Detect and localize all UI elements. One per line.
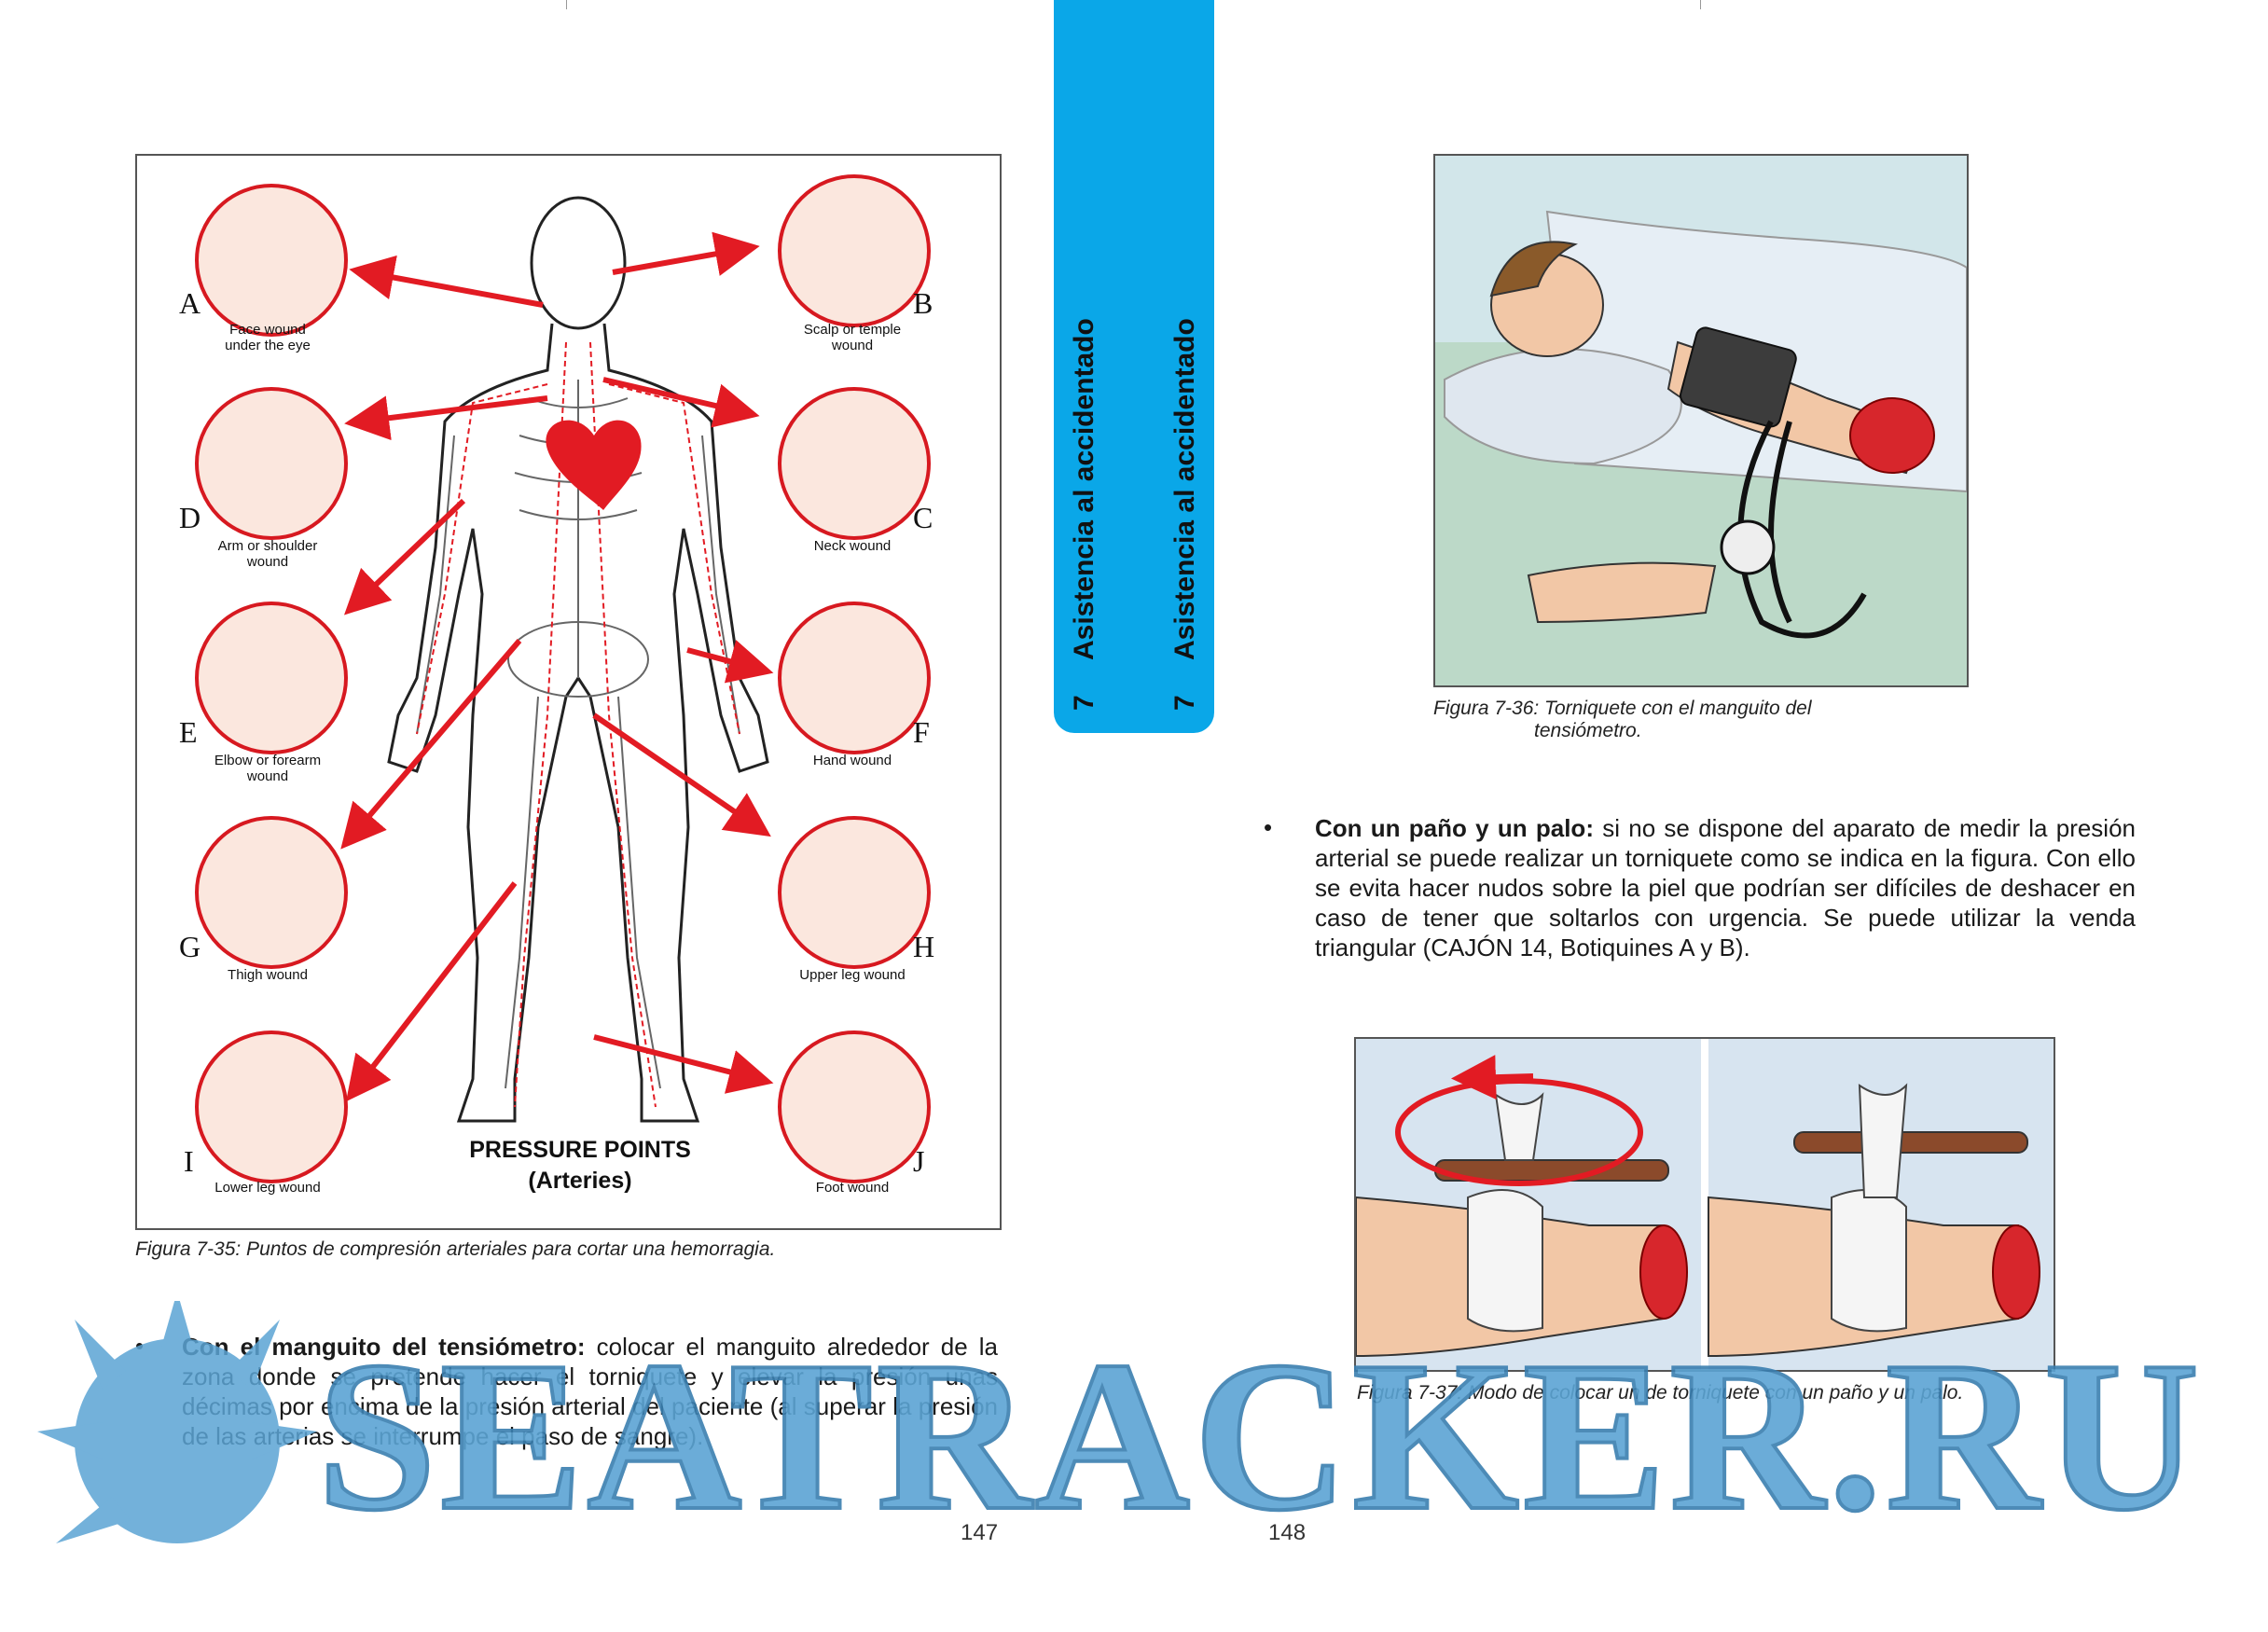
chapter-title: Asistencia al accidentado <box>1069 318 1099 660</box>
pressure-point-letter: I <box>184 1144 194 1178</box>
chapter-tab: 7 Asistencia al accidentado 7 Asistencia… <box>1054 0 1214 733</box>
pressure-point-h-illustration <box>778 816 931 969</box>
pressure-point-i-illustration <box>195 1030 348 1183</box>
pressure-point-letter: C <box>913 501 933 534</box>
sun-icon <box>37 1301 317 1543</box>
page-number: 147 <box>961 1520 999 1545</box>
chapter-number: 7 <box>1169 695 1200 711</box>
pressure-points-figure: A Face wound under the eye B Scalp or te… <box>135 154 1002 1230</box>
figure-caption: Figura 7-37: Modo de colocar un de torni… <box>1357 1382 1964 1404</box>
cuff-tourniquet-illustration <box>1433 154 1969 687</box>
pressure-point-letter: E <box>179 715 198 749</box>
pressure-point-letter: A <box>179 286 201 320</box>
crop-mark <box>1700 0 1701 9</box>
pressure-point-caption: Lower leg wound <box>214 1180 321 1196</box>
figure-title: PRESSURE POINTS (Arteries) <box>469 1137 691 1194</box>
crop-mark <box>566 0 567 9</box>
pressure-point-caption: Scalp or temple wound <box>803 322 902 353</box>
pressure-point-letter: G <box>179 930 201 963</box>
pressure-point-e-illustration <box>195 602 348 754</box>
figure-caption: Figura 7-35: Puntos de compresión arteri… <box>135 1238 776 1260</box>
pressure-point-caption: Upper leg wound <box>799 967 906 983</box>
pressure-point-g-illustration <box>195 816 348 969</box>
pressure-point-caption: Neck wound <box>813 538 892 554</box>
body-illustration <box>340 196 774 1123</box>
pressure-point-f-illustration <box>778 602 931 754</box>
paragraph: Con un paño y un palo: si no se dispone … <box>1315 814 2137 961</box>
chapter-number: 7 <box>1069 695 1099 711</box>
pressure-point-c-illustration <box>778 387 931 540</box>
pressure-point-d-illustration <box>195 387 348 540</box>
pressure-point-letter: D <box>179 501 201 534</box>
pressure-point-caption: Face wound under the eye <box>225 322 311 353</box>
stick-tourniquet-illustration <box>1354 1037 2055 1372</box>
figure-caption: Figura 7-36: Torniquete con el manguito … <box>1433 698 1812 741</box>
pressure-point-caption: Hand wound <box>812 753 892 768</box>
pressure-point-j-illustration <box>778 1030 931 1183</box>
pressure-point-caption: Thigh wound <box>228 967 308 983</box>
pressure-point-letter: J <box>913 1144 925 1178</box>
bullet: • <box>1264 813 1273 841</box>
pressure-point-letter: F <box>913 715 930 749</box>
pressure-point-a-illustration <box>195 184 348 337</box>
pressure-point-letter: H <box>913 930 935 963</box>
pressure-point-caption: Foot wound <box>815 1180 890 1196</box>
watermark-text: SEATRACKER.RU <box>315 1317 2204 1555</box>
watermark: SEATRACKER.RU <box>37 1301 2238 1581</box>
chapter-title: Asistencia al accidentado <box>1169 318 1200 660</box>
pressure-point-b-illustration <box>778 174 931 327</box>
page-number: 148 <box>1268 1520 1307 1545</box>
heart-icon <box>546 420 642 510</box>
pressure-point-caption: Arm or shoulder wound <box>217 538 318 570</box>
pressure-point-letter: B <box>913 286 933 320</box>
pressure-point-caption: Elbow or forearm wound <box>214 753 322 784</box>
